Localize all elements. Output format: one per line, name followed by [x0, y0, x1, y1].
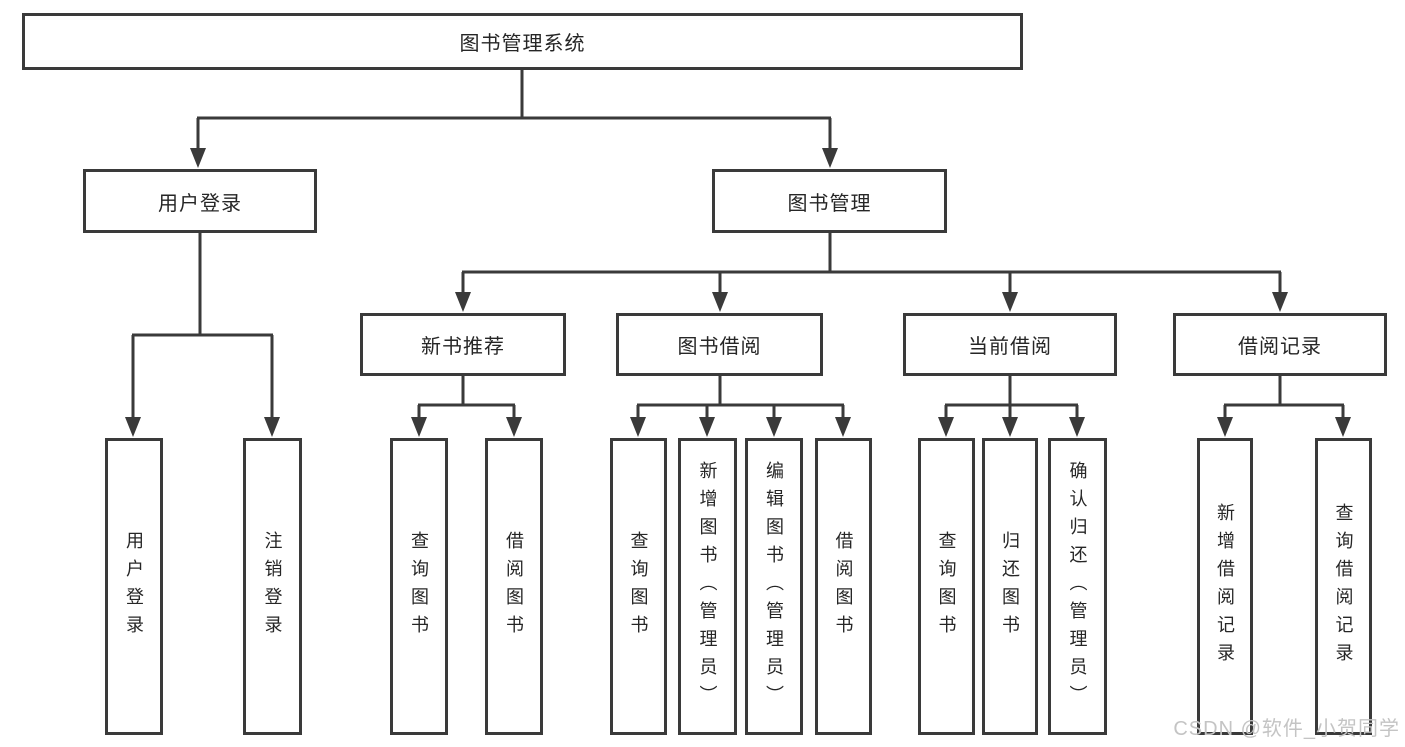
- node-book-management: 图书管理: [712, 169, 947, 233]
- leaf-cb-query-books: 查询图书: [918, 438, 975, 735]
- leaf-br-add-record: 新增借阅记录: [1197, 438, 1253, 735]
- leaf-label: 注销登录: [262, 530, 283, 643]
- arrowhead: [1002, 417, 1018, 437]
- leaf-label: 借阅图书: [504, 530, 524, 643]
- leaf-label: 新增借阅记录: [1215, 502, 1235, 671]
- connector-book-management-to-level3: [455, 233, 1288, 312]
- connector-path: [131, 233, 274, 419]
- leaf-cb-return-books: 归还图书: [982, 438, 1038, 735]
- node-label: 用户登录: [158, 192, 242, 215]
- leaf-label: 新增图书（管理员）: [697, 460, 718, 713]
- connector-path: [196, 70, 832, 150]
- node-label: 图书管理系统: [459, 33, 586, 55]
- leaf-label: 归还图书: [1000, 530, 1020, 643]
- arrowhead: [766, 417, 782, 437]
- arrowhead: [125, 417, 141, 437]
- arrowhead: [699, 417, 715, 437]
- arrowhead: [1069, 417, 1085, 437]
- leaf-label: 用户登录: [124, 530, 144, 643]
- connector-path: [417, 376, 516, 419]
- arrowhead: [190, 148, 206, 168]
- node-root: 图书管理系统: [22, 13, 1023, 70]
- connector-path: [636, 376, 845, 419]
- leaf-bb-borrow-books: 借阅图书: [815, 438, 872, 735]
- arrowhead: [455, 292, 471, 312]
- leaf-label: 查询借阅记录: [1333, 502, 1354, 671]
- leaf-label: 借阅图书: [833, 530, 854, 643]
- leaf-label: 编辑图书（管理员）: [764, 460, 784, 713]
- leaf-bb-edit-books-admin: 编辑图书（管理员）: [745, 438, 803, 735]
- arrowhead: [938, 417, 954, 437]
- leaf-bb-query-books: 查询图书: [610, 438, 667, 735]
- connector-path: [461, 233, 1282, 294]
- leaf-nbr-query-books: 查询图书: [390, 438, 448, 735]
- watermark: CSDN @软件_小贺同学: [1173, 718, 1400, 740]
- leaf-logout: 注销登录: [243, 438, 302, 735]
- node-label: 新书推荐: [421, 336, 505, 358]
- leaf-br-query-record: 查询借阅记录: [1315, 438, 1372, 735]
- leaf-bb-add-books-admin: 新增图书（管理员）: [678, 438, 737, 735]
- arrowhead: [1217, 417, 1233, 437]
- arrowhead: [264, 417, 280, 437]
- arrowhead: [1335, 417, 1351, 437]
- connector-path: [944, 376, 1079, 419]
- arrowhead: [506, 417, 522, 437]
- arrowhead: [411, 417, 427, 437]
- leaf-label: 确认归还（管理员）: [1067, 460, 1088, 713]
- node-label: 当前借阅: [968, 336, 1052, 358]
- connector-borrow-records-to-leaves: [1217, 376, 1351, 437]
- connector-new-book-recommend-to-leaves: [411, 376, 522, 437]
- node-label: 借阅记录: [1238, 336, 1322, 358]
- connector-book-borrow-to-leaves: [630, 376, 851, 437]
- arrowhead: [1002, 292, 1018, 312]
- node-new-book-recommend: 新书推荐: [360, 313, 566, 376]
- node-borrow-records: 借阅记录: [1173, 313, 1387, 376]
- node-label: 图书管理: [787, 192, 872, 215]
- node-label: 图书借阅: [677, 336, 762, 358]
- node-current-borrow: 当前借阅: [903, 313, 1117, 376]
- leaf-label: 查询图书: [409, 530, 429, 643]
- connector-user-login-to-leaves: [125, 233, 280, 437]
- arrowhead: [712, 292, 728, 312]
- arrowhead: [835, 417, 851, 437]
- leaf-user-login: 用户登录: [105, 438, 163, 735]
- connector-current-borrow-to-leaves: [938, 376, 1085, 437]
- arrowhead: [630, 417, 646, 437]
- leaf-cb-confirm-return-admin: 确认归还（管理员）: [1048, 438, 1107, 735]
- arrowhead: [822, 148, 838, 168]
- node-book-borrow: 图书借阅: [616, 313, 823, 376]
- connector-root-to-level2: [190, 70, 838, 168]
- leaf-label: 查询图书: [628, 530, 649, 643]
- arrowhead: [1272, 292, 1288, 312]
- leaf-nbr-borrow-books: 借阅图书: [485, 438, 543, 735]
- node-user-login: 用户登录: [83, 169, 317, 233]
- connector-path: [1223, 376, 1345, 419]
- leaf-label: 查询图书: [936, 530, 957, 643]
